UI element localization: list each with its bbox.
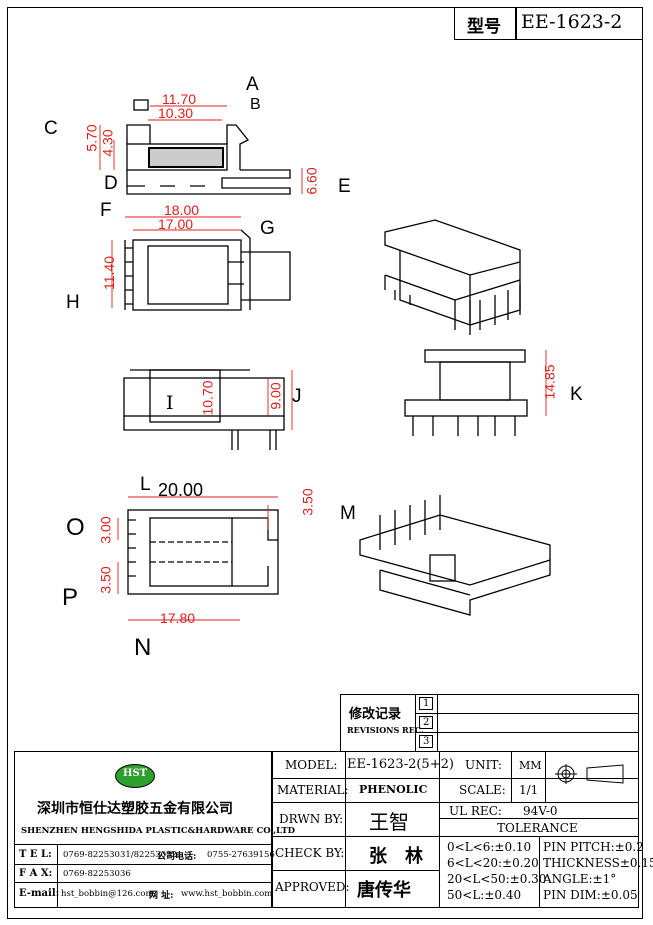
phone-label: 公司电话:: [157, 852, 197, 862]
pin-pitch: PIN PITCH:±0.2: [543, 840, 644, 854]
view-label-f: F: [100, 200, 112, 221]
dim-4-30: 4.30: [99, 129, 116, 157]
view-label-b: B: [250, 96, 261, 113]
drawing-canvas: [99, 99, 551, 621]
dim-20-00: 20.00: [158, 480, 204, 500]
scale-value: 1/1: [519, 783, 539, 797]
check-label: CHECK BY:: [275, 846, 345, 860]
email-value: hst_bobbin@126.com: [61, 889, 154, 899]
revision-mark-2: 2: [419, 716, 434, 729]
tol-1: 0<L<6:±0.10: [447, 840, 532, 854]
tol-2: 6<L<20:±0.20: [447, 856, 539, 870]
drawing-frame: [7, 7, 643, 919]
fax-value: 0769-82253036: [63, 869, 131, 879]
drawn-value: 王智: [369, 810, 409, 834]
dim-5-70: 5.70: [83, 124, 100, 152]
view-label-l: L: [140, 474, 151, 495]
model-label: MODEL:: [285, 758, 338, 772]
view-label-d: D: [104, 173, 118, 194]
view-label-c: C: [44, 118, 58, 139]
dim-9-00: 9.00: [267, 382, 284, 410]
thickness: THICKNESS±0.15: [543, 856, 653, 870]
approved-value: 唐传华: [357, 880, 411, 901]
company-logo: [115, 764, 155, 788]
dim-3-50-top: 3.50: [299, 488, 316, 516]
top-view: [124, 229, 291, 311]
phone-value: 0755-27639156: [207, 850, 275, 860]
fax-label: F A X:: [19, 868, 53, 879]
tol-3: 20<L<50:±0.30: [447, 872, 547, 886]
header-model-label: 型号: [467, 17, 501, 37]
company-name-en: SHENZHEN HENGSHIDA PLASTIC&HARDWARE CO.,…: [21, 826, 296, 836]
view-label-h: H: [66, 292, 80, 313]
material-label: MATERIAL:: [277, 783, 349, 797]
dim-3-50-left: 3.50: [97, 566, 114, 594]
ul-label: UL REC:: [449, 804, 502, 818]
web-label: 网 址:: [149, 891, 174, 901]
tolerance-label: TOLERANCE: [497, 821, 578, 835]
view-label-a: A: [246, 74, 259, 95]
view-label-p: P: [62, 584, 79, 611]
view-label-n: N: [134, 634, 152, 661]
front-view: [123, 369, 285, 450]
angle: ANGLE:±1°: [543, 872, 617, 886]
revision-title: 修改记录: [349, 707, 402, 722]
bottom-view: [127, 509, 279, 595]
tel-label: T E L:: [19, 849, 52, 860]
check-value: 张 林: [369, 846, 423, 867]
dim-10-30: 10.30: [158, 105, 194, 121]
unit-label: UNIT:: [465, 758, 502, 772]
ul-value: 94V-0: [523, 804, 558, 818]
title-block: HST 深圳市恒仕达塑胶五金有限公司 SHENZHEN HENGSHIDA PL…: [14, 751, 653, 908]
material-value: PHENOLIC: [359, 783, 428, 796]
dim-11-70: 11.70: [162, 91, 196, 107]
revision-subtitle: REVISIONS REC.: [347, 725, 424, 735]
drawn-label: DRWN BY:: [279, 812, 344, 826]
header-model-value: EE-1623-2: [521, 11, 623, 33]
pin-dim: PIN DIM:±0.05: [543, 888, 638, 902]
scale-label: SCALE:: [459, 783, 506, 797]
company-name-cn: 深圳市恒仕达塑胶五金有限公司: [37, 801, 233, 817]
dim-17-80: 17.80: [160, 610, 196, 626]
dim-18-00: 18.00: [164, 202, 200, 218]
company-logo-text: HST: [123, 768, 148, 779]
view-label-j: J: [292, 386, 302, 407]
header-divider: [515, 8, 517, 39]
revision-mark-3: 3: [419, 735, 434, 748]
view-label-k: K: [570, 384, 583, 405]
view-label-o: O: [66, 514, 85, 541]
view-label-e: E: [338, 176, 351, 197]
dim-14-85: 14.85: [541, 364, 558, 400]
iso-view-bottom: [359, 495, 551, 616]
approved-label: APPROVED:: [275, 880, 350, 894]
unit-value: MM: [519, 759, 542, 772]
model-value: EE-1623-2(5+2): [347, 757, 454, 772]
view-label-i: I: [166, 392, 174, 414]
side-view-top: [126, 99, 291, 195]
dim-3-00: 3.00: [97, 516, 114, 544]
dim-6-60: 6.60: [303, 167, 320, 195]
iso-view-top: [384, 219, 521, 335]
view-label-g: G: [260, 218, 275, 239]
revision-mark-1: 1: [419, 697, 434, 710]
web-value: www.hst_bobbin.com: [181, 889, 273, 899]
tel-value: 0769-82253031/82253032: [63, 850, 177, 860]
dim-17-00: 17.00: [158, 216, 194, 232]
dim-11-40: 11.40: [101, 256, 117, 290]
dim-10-70: 10.70: [199, 380, 216, 416]
email-label: E-mail:: [19, 888, 60, 899]
projection-symbol-icon: [555, 764, 624, 784]
revision-table: 修改记录 REVISIONS REC. 1 2 3: [340, 694, 639, 752]
header-box: 型号 EE-1623-2: [454, 7, 643, 40]
iso-view-front: [404, 349, 528, 436]
view-label-m: M: [340, 503, 356, 524]
tol-4: 50<L:±0.40: [447, 888, 522, 902]
